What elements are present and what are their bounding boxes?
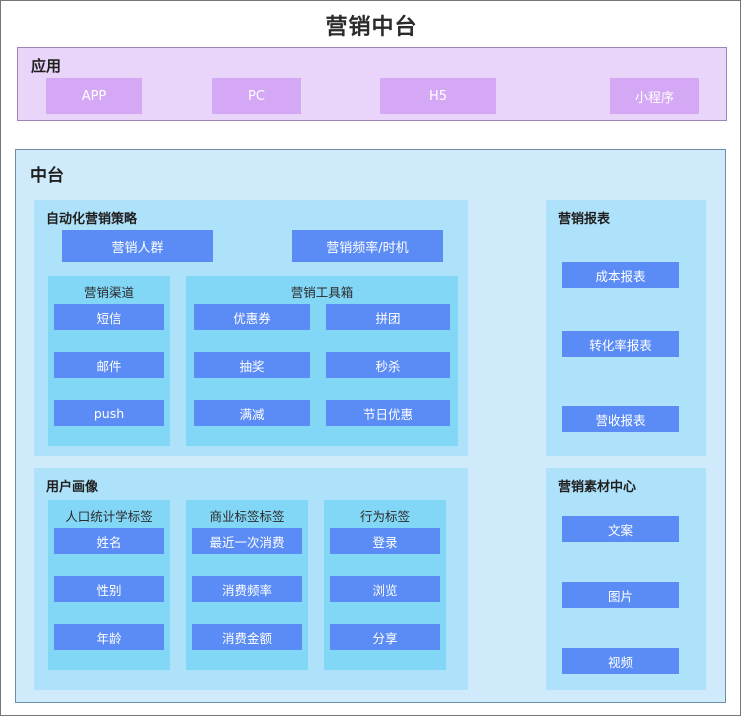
- chip-tag-name[interactable]: 姓名: [54, 528, 164, 554]
- middle-platform-panel: 中台 自动化营销策略 营销人群 营销频率/时机 营销渠道 短信 邮件 push …: [15, 149, 726, 703]
- user-profile-title: 用户画像: [46, 480, 99, 495]
- chip-tool-coupon[interactable]: 优惠券: [194, 304, 310, 330]
- chip-tool-flash-sale[interactable]: 秒杀: [326, 352, 450, 378]
- chip-tool-group-buying[interactable]: 拼团: [326, 304, 450, 330]
- chip-tag-age[interactable]: 年龄: [54, 624, 164, 650]
- chip-tag-share[interactable]: 分享: [330, 624, 440, 650]
- chip-report-conversion-rate[interactable]: 转化率报表: [562, 331, 679, 357]
- chip-report-cost[interactable]: 成本报表: [562, 262, 679, 288]
- chip-channel-push[interactable]: push: [54, 400, 164, 426]
- chip-marketing-audience[interactable]: 营销人群: [62, 230, 213, 262]
- application-layer-panel: 应用 APP PC H5 小程序: [17, 47, 727, 121]
- user-profile-panel: 用户画像 人口统计学标签 姓名 性别 年龄 商业标签标签 最近一次消费 消费频率…: [34, 468, 468, 690]
- marketing-toolbox-title: 营销工具箱: [290, 285, 354, 300]
- chip-channel-email[interactable]: 邮件: [54, 352, 164, 378]
- chip-tag-gender[interactable]: 性别: [54, 576, 164, 602]
- chip-tag-purchase-frequency[interactable]: 消费频率: [192, 576, 302, 602]
- chip-tag-purchase-amount[interactable]: 消费金额: [192, 624, 302, 650]
- business-tags-title: 商业标签标签: [209, 509, 285, 524]
- chip-tag-browse[interactable]: 浏览: [330, 576, 440, 602]
- app-button-h5[interactable]: H5: [380, 78, 496, 114]
- app-button-miniprogram[interactable]: 小程序: [610, 78, 699, 114]
- chip-tool-lottery[interactable]: 抽奖: [194, 352, 310, 378]
- material-center-title: 营销素材中心: [558, 480, 637, 495]
- demographic-tags-title: 人口统计学标签: [65, 509, 153, 524]
- application-layer-title: 应用: [31, 57, 62, 75]
- middle-platform-title: 中台: [30, 166, 64, 186]
- business-tags-group: 商业标签标签 最近一次消费 消费频率 消费金额: [186, 500, 308, 670]
- app-button-app[interactable]: APP: [46, 78, 142, 114]
- chip-marketing-frequency-timing[interactable]: 营销频率/时机: [292, 230, 443, 262]
- marketing-reports-title: 营销报表: [558, 212, 611, 227]
- marketing-reports-panel: 营销报表 成本报表 转化率报表 营收报表: [546, 200, 706, 456]
- automation-strategy-panel: 自动化营销策略 营销人群 营销频率/时机 营销渠道 短信 邮件 push 营销工…: [34, 200, 468, 456]
- chip-tag-login[interactable]: 登录: [330, 528, 440, 554]
- behavior-tags-title: 行为标签: [359, 509, 410, 524]
- page-title: 营销中台: [325, 15, 418, 40]
- chip-material-image[interactable]: 图片: [562, 582, 679, 608]
- automation-strategy-title: 自动化营销策略: [46, 212, 138, 227]
- chip-channel-sms[interactable]: 短信: [54, 304, 164, 330]
- chip-tool-full-reduction[interactable]: 满减: [194, 400, 310, 426]
- marketing-channels-group: 营销渠道 短信 邮件 push: [48, 276, 170, 446]
- chip-material-video[interactable]: 视频: [562, 648, 679, 674]
- app-button-pc[interactable]: PC: [212, 78, 301, 114]
- chip-report-revenue[interactable]: 营收报表: [562, 406, 679, 432]
- marketing-toolbox-group: 营销工具箱 优惠券 抽奖 满减 拼团 秒杀 节日优惠: [186, 276, 458, 446]
- chip-tag-last-purchase[interactable]: 最近一次消费: [192, 528, 302, 554]
- material-center-panel: 营销素材中心 文案 图片 视频: [546, 468, 706, 690]
- chip-tool-holiday-offer[interactable]: 节日优惠: [326, 400, 450, 426]
- chip-material-copywriting[interactable]: 文案: [562, 516, 679, 542]
- demographic-tags-group: 人口统计学标签 姓名 性别 年龄: [48, 500, 170, 670]
- behavior-tags-group: 行为标签 登录 浏览 分享: [324, 500, 446, 670]
- marketing-channels-title: 营销渠道: [83, 285, 134, 300]
